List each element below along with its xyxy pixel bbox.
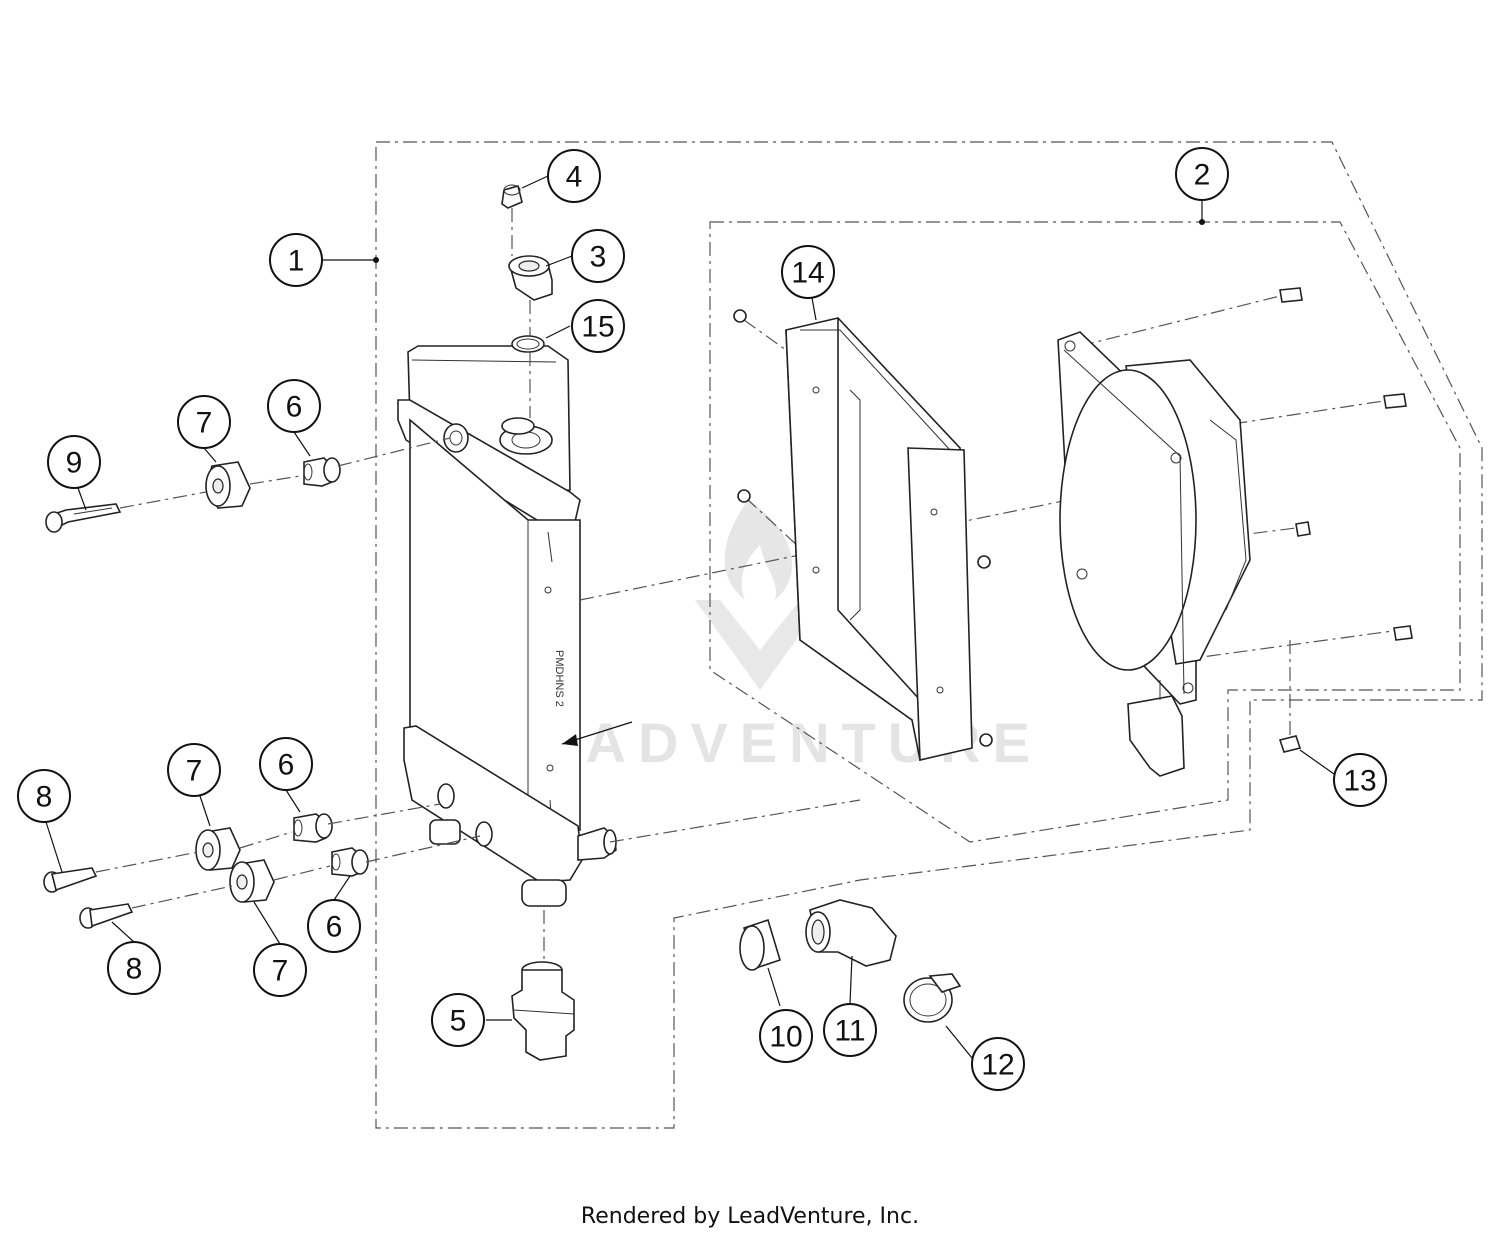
svg-text:7: 7 [186, 755, 203, 788]
assembly-2-boundary [709, 221, 1461, 843]
svg-text:6: 6 [326, 911, 343, 944]
svg-text:7: 7 [272, 955, 289, 988]
callout-1: 1 [269, 233, 323, 287]
part-4-bleed-screw [501, 184, 523, 209]
part-7-grommet-upper [205, 461, 251, 509]
part-3-filler-plug [508, 255, 553, 301]
svg-text:7: 7 [196, 407, 213, 440]
svg-text:3: 3 [590, 241, 607, 274]
callout-11: 11 [823, 1003, 877, 1057]
svg-text:4: 4 [566, 161, 583, 194]
watermark-flame-icon [724, 500, 793, 600]
part-10-cap [739, 918, 781, 971]
shroud-screws [733, 309, 993, 747]
svg-text:14: 14 [791, 257, 824, 290]
parts-diagram: LEADVENTURE PMDHNS 2 [17, 141, 1483, 1129]
callout-6-upper: 6 [267, 379, 321, 433]
radiator: PMDHNS 2 [397, 345, 633, 907]
part-7-grommet-lower-a [195, 827, 241, 871]
svg-text:10: 10 [769, 1021, 802, 1054]
callout-5: 5 [431, 993, 485, 1047]
watermark-v-icon [695, 600, 825, 690]
callout-13: 13 [1333, 753, 1387, 807]
callout-12: 12 [971, 1037, 1025, 1091]
svg-text:11: 11 [834, 1015, 865, 1048]
fan-screws [1279, 287, 1413, 641]
part-7-grommet-lower-b [229, 859, 275, 903]
svg-text:12: 12 [981, 1049, 1014, 1082]
part-12-clamp [903, 973, 962, 1023]
callout-10: 10 [759, 1009, 813, 1063]
callout-2: 2 [1175, 147, 1229, 201]
callout-3: 3 [571, 229, 625, 283]
callout-7-upper: 7 [177, 395, 231, 449]
part-8-bolt-b [79, 903, 134, 929]
svg-text:5: 5 [450, 1005, 467, 1038]
callout-8-a: 8 [17, 769, 71, 823]
svg-text:8: 8 [36, 781, 53, 814]
part-6-bushing-upper [303, 457, 341, 487]
part-13-clip [1278, 735, 1302, 753]
callout-7-lower-a: 7 [167, 743, 221, 797]
part-6-bushing-lower-a [293, 813, 333, 843]
svg-text:6: 6 [286, 391, 303, 424]
radiator-stamp: PMDHNS 2 [553, 650, 565, 707]
part-11-hose [805, 899, 897, 967]
svg-text:9: 9 [66, 447, 83, 480]
callout-6-lower-b: 6 [307, 899, 361, 953]
callout-6-lower-a: 6 [259, 737, 313, 791]
assembly-1-boundary [375, 141, 1483, 1129]
callout-14: 14 [781, 245, 835, 299]
svg-text:6: 6 [278, 749, 295, 782]
callout-15: 15 [571, 299, 625, 353]
svg-text:15: 15 [581, 311, 614, 344]
part-5-sensor [511, 961, 575, 1061]
part-9-bolt [45, 503, 122, 533]
callout-9: 9 [47, 435, 101, 489]
part-15-o-ring [511, 335, 545, 353]
callout-7-lower-b: 7 [253, 943, 307, 997]
callout-4: 4 [547, 149, 601, 203]
callout-leaders [45, 175, 1335, 1059]
svg-text:13: 13 [1343, 765, 1376, 798]
svg-text:2: 2 [1194, 159, 1211, 192]
callout-8-b: 8 [107, 941, 161, 995]
cooling-fan [1057, 331, 1251, 777]
svg-text:8: 8 [126, 953, 143, 986]
part-14-fan-shroud [785, 317, 973, 761]
render-credit: Rendered by LeadVenture, Inc. [580, 1204, 920, 1229]
part-8-bolt-a [43, 867, 98, 893]
svg-text:1: 1 [288, 245, 305, 278]
part-6-bushing-lower-b [331, 847, 369, 877]
